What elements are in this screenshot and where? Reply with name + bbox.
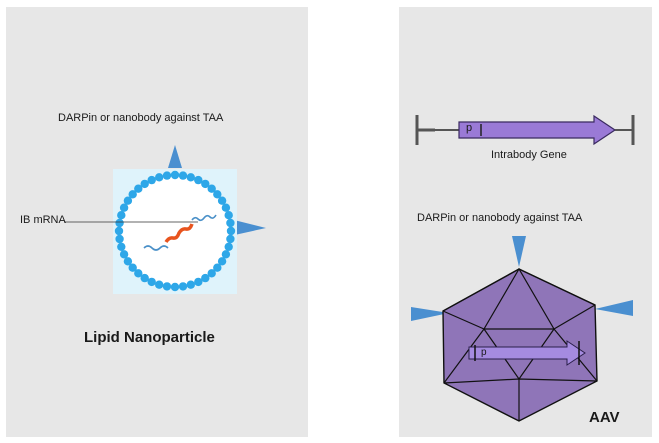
ligand-triangle-icon-top (168, 145, 182, 168)
lipid-bead (114, 226, 124, 236)
lipid-bead (119, 250, 129, 259)
lipid-bead (178, 282, 188, 291)
lipid-bead (123, 196, 133, 205)
mrna-highlight (164, 223, 194, 243)
lipid-bead (213, 263, 222, 272)
lipid-bead (147, 277, 156, 287)
left-panel-title: Lipid Nanoparticle (84, 329, 215, 346)
lipid-bilayer (114, 170, 236, 292)
lipid-bead (213, 190, 222, 199)
lipid-bead (207, 184, 216, 193)
lipid-bead (224, 211, 233, 220)
lipid-bead (115, 218, 124, 228)
lipid-bead (162, 171, 172, 180)
lipid-bead (201, 179, 210, 189)
lipid-bead (178, 171, 188, 180)
lipid-bead (119, 203, 129, 212)
lipid-bead (226, 234, 235, 244)
lipid-bead (226, 218, 235, 228)
gene-label: Intrabody Gene (491, 149, 567, 161)
aav-panel: p Intrabody Gene DARPin or nanobody agai… (399, 7, 652, 437)
ligand-triangle-icon-right (595, 300, 633, 316)
gene-cassette-icon (415, 114, 635, 146)
gene-arrow-icon (458, 114, 617, 146)
promoter-label: p (466, 122, 473, 134)
lipid-bead (140, 273, 149, 283)
lipid-bead (134, 269, 143, 278)
lipid-bead (194, 277, 203, 287)
lipid-bead (226, 226, 236, 236)
lipid-bead (217, 196, 227, 205)
aav-capsid-icon (411, 236, 633, 422)
lipid-bead (207, 269, 216, 278)
lipid-bead (134, 184, 143, 193)
lipid-bead (155, 173, 164, 182)
lipid-bead (128, 190, 137, 199)
ligand-triangle-icon-right (230, 219, 266, 236)
lipid-bead (117, 211, 126, 220)
lipid-bead (117, 242, 126, 251)
lipid-bead (201, 273, 210, 283)
lipid-bead (221, 203, 231, 212)
capsid-gene-arrow-icon (468, 340, 586, 366)
lipid-bead (128, 263, 137, 272)
particle-interior (119, 175, 231, 287)
mrna-label: IB mRNA (20, 214, 66, 226)
lipid-bead (186, 280, 195, 289)
lipid-bead (221, 250, 231, 259)
lipid-nanoparticle-icon (64, 145, 266, 294)
lipid-bead (170, 282, 180, 292)
lipid-bead (194, 175, 203, 185)
lipid-bead (217, 257, 227, 266)
left-targeting-label: DARPin or nanobody against TAA (58, 112, 224, 124)
lipid-bead (123, 257, 133, 266)
capsid-promoter-label: p (481, 347, 487, 358)
lipid-bead (186, 173, 195, 182)
lipid-bead (140, 179, 149, 189)
mrna-strand-left (143, 245, 169, 251)
ligand-triangle-icon-top (512, 236, 526, 267)
lipid-bead (115, 234, 124, 244)
ligand-triangle-icon-left (411, 307, 449, 321)
lipid-bead (170, 170, 180, 180)
lipid-nanoparticle-panel: DARPin or nanobody against TAA IB mRNA L… (6, 7, 308, 437)
mrna-strand-right (191, 214, 217, 222)
lipid-bead (162, 282, 172, 291)
right-panel-title: AAV (589, 409, 620, 426)
lipid-bead (224, 242, 233, 251)
right-targeting-label: DARPin or nanobody against TAA (417, 212, 583, 224)
itr-left-icon (415, 115, 435, 145)
lipid-bead (155, 280, 164, 289)
lipid-bead (147, 175, 156, 185)
